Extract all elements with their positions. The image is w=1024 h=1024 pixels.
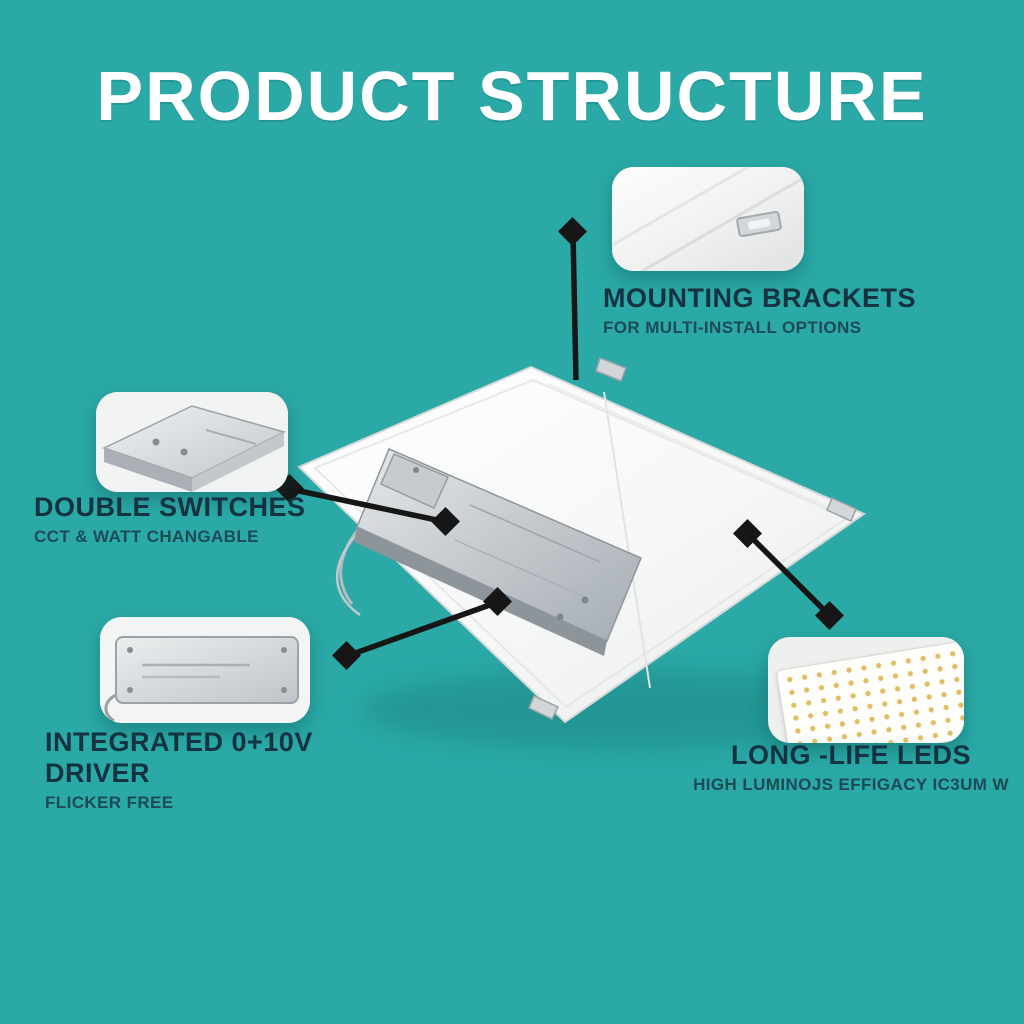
driver-box-top [356,448,642,643]
led-board-thumbnail [768,637,964,743]
driver-thumbnail [100,617,310,723]
callout-driver: INTEGRATED 0+10V DRIVER FLICKER FREE [45,727,405,813]
switch-box-side [104,448,192,492]
driver-sublabel: FLICKER FREE [45,793,174,813]
switches-label: DOUBLE SWITCHES [34,492,306,522]
driver-screw-icon-2 [556,613,564,621]
mounting-sublabel: FOR MULTI-INSTALL OPTIONS [603,318,862,338]
driver-wire-1 [339,503,384,605]
driver-terminal-block [380,453,449,509]
connector-mounting [558,217,587,381]
callout-leds: LONG -LIFE LEDS HIGH LUMINOJS EFFIGACY I… [688,740,1014,795]
callout-switches: DOUBLE SWITCHES CCT & WATT CHANGABLE [34,492,334,547]
bracket-top-icon [595,357,627,382]
panel-seam-2 [547,383,849,517]
connector-leds [733,519,844,630]
mounting-bracket-thumbnail [612,167,804,271]
bracket-bottom-icon [528,694,560,720]
callout-mounting: MOUNTING BRACKETS FOR MULTI-INSTALL OPTI… [603,283,933,338]
switch-nub-icon [152,438,160,446]
page-title: PRODUCT STRUCTURE [96,57,928,135]
driver-box-side [354,527,607,656]
leds-label: LONG -LIFE LEDS [731,740,971,770]
driver-detail-line [469,504,601,563]
connector-driver [332,587,512,670]
bracket-right-icon [826,496,857,523]
leds-sublabel: HIGH LUMINOJS EFFIGACY IC3UM W [693,775,1009,795]
driver-detail-line-2 [454,539,586,598]
driver-plate [115,636,299,704]
led-dot-grid [775,637,964,743]
driver-thumb-wire [104,693,117,723]
switch-box-side-2 [192,432,284,492]
driver-label: INTEGRATED 0+10V DRIVER [45,727,313,789]
switches-sublabel: CCT & WATT CHANGABLE [34,527,259,547]
switch-nub-icon-2 [180,448,188,456]
panel-seam [603,391,651,689]
driver-screw-icon [581,596,589,604]
driver-wire-2 [335,514,377,617]
mounting-label: MOUNTING BRACKETS [603,283,916,313]
double-switches-thumbnail [96,392,288,492]
driver-screw-icon-3 [413,467,419,473]
